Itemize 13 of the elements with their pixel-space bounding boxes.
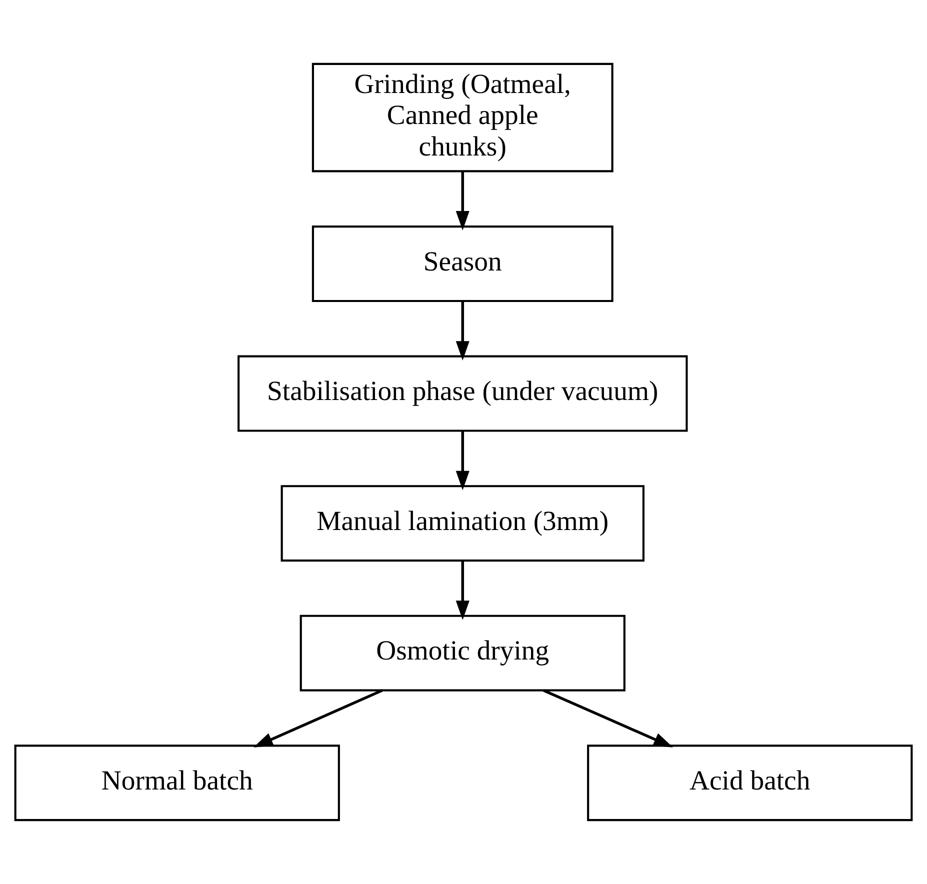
arrow (542, 689, 674, 748)
arrow (456, 172, 470, 230)
arrow (456, 431, 470, 490)
node-box: Acid batch (587, 744, 913, 822)
node-box: Normal batch (14, 744, 340, 822)
node-box: Osmotic drying (300, 614, 626, 692)
arrow (456, 301, 470, 360)
node-box: Stabilisation phase (under vacuum) (238, 355, 688, 432)
arrow (456, 560, 470, 620)
node-box: Grinding (Oatmeal, Canned apple chunks) (312, 62, 614, 172)
arrow (253, 689, 383, 748)
node-box: Manual lamination (3mm) (280, 485, 644, 562)
node-box: Season (312, 226, 614, 302)
